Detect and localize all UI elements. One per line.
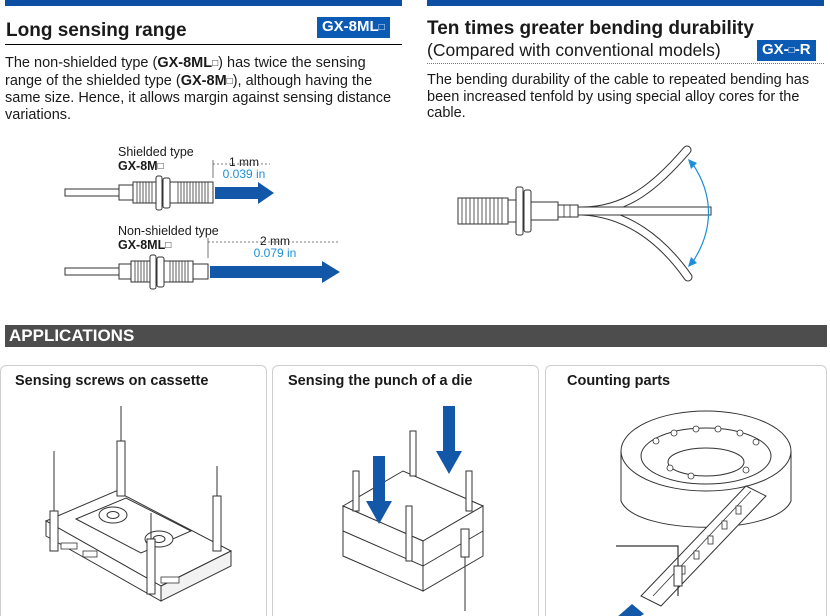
cassette-illustration [44, 406, 233, 602]
die-punch-illustration [341, 406, 485, 611]
nonshielded-in: 0.079 in [253, 246, 297, 260]
application-card-cassette: Sensing screws on cassette [0, 365, 267, 616]
left-heading-rule [5, 44, 402, 45]
nonshielded-sensor-illustration [64, 238, 340, 290]
applications-heading: APPLICATIONS [9, 326, 135, 345]
bending-durability-heading: Ten times greater bending durability [427, 18, 754, 39]
para-part-2: ) has twice the sensing range of the shi… [5, 55, 366, 89]
card-title-counting: Counting parts [567, 373, 671, 389]
shielded-type-text: Shielded type [118, 145, 194, 159]
basic-performance-bar [5, 0, 402, 6]
para-bold-1: GX-8ML [157, 55, 213, 71]
shielded-type-label: Shielded type GX-8M□ [118, 145, 194, 174]
bending-cable-illustration [457, 145, 712, 282]
para-box-1: □ [212, 58, 219, 69]
badge-r-box: □ [788, 45, 795, 56]
badge-r-prefix: GX- [762, 41, 789, 58]
nonshielded-mm: 2 mm [260, 234, 290, 248]
applications-bar: APPLICATIONS [5, 325, 827, 347]
environmental-resistance-bar [427, 0, 824, 6]
para-part-1: The non-shielded type ( [5, 55, 158, 71]
para-bold-2: GX-8M [180, 72, 227, 89]
right-paragraph: The bending durability of the cable to r… [427, 72, 810, 121]
long-sensing-heading: Long sensing range [6, 20, 187, 41]
badge-box: □ [378, 22, 385, 33]
comparison-subheading: (Compared with conventional models) [427, 40, 721, 60]
badge-text: GX-8ML [322, 18, 379, 35]
nonshielded-type-label: Non-shielded type GX-8ML□ [118, 224, 219, 253]
gx-r-badge: GX-□-R [757, 40, 816, 61]
application-card-die: Sensing the punch of a die [272, 365, 539, 616]
badge-r-suffix: -R [794, 41, 811, 58]
shielded-mm: 1 mm [229, 155, 259, 169]
shielded-distance: 1 mm 0.039 in [216, 156, 272, 180]
right-heading-rule [427, 63, 824, 64]
parts-feeder-illustration [616, 410, 792, 616]
gx8ml-badge: GX-8ML□ [317, 17, 390, 38]
para-part-3: ), although having the same size. Hence,… [5, 72, 392, 123]
nonshielded-distance: 2 mm 0.079 in [245, 235, 305, 259]
card-title-cassette: Sensing screws on cassette [15, 373, 209, 389]
shielded-model: GX-8M [118, 159, 158, 173]
nonshielded-type-text: Non-shielded type [118, 224, 219, 238]
nonshielded-model-box: □ [165, 240, 172, 251]
left-paragraph: The non-shielded type (GX-8ML□) has twic… [5, 55, 405, 123]
shielded-model-box: □ [157, 161, 164, 172]
card-title-die: Sensing the punch of a die [288, 373, 473, 389]
shielded-sensor-illustration [64, 160, 274, 211]
shielded-in: 0.039 in [222, 167, 266, 181]
para-box-2: □ [226, 75, 233, 87]
nonshielded-model: GX-8ML [118, 238, 166, 252]
application-card-counting: Counting parts [545, 365, 827, 616]
